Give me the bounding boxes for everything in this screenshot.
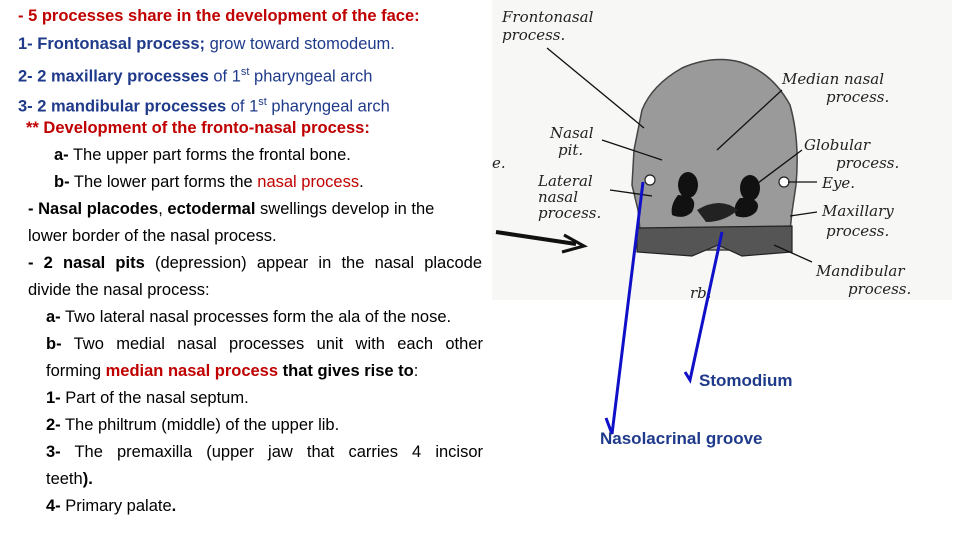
term-nasal-pits: - 2 nasal pits <box>28 254 145 272</box>
nasal-pit-right <box>740 175 760 201</box>
text: The philtrum (middle) of the upper lib. <box>60 416 340 434</box>
line-lower-part: b- The lower part forms the nasal proces… <box>54 172 364 192</box>
text: pharyngeal arch <box>266 97 390 116</box>
term-maxillary: 2- 2 maxillary processes <box>18 67 209 86</box>
subheading-frontonasal-development: ** Development of the fronto-nasal proce… <box>26 119 370 137</box>
text: The lower part forms the <box>69 173 258 191</box>
text: of 1 <box>226 97 259 116</box>
line-forming-median: forming median nasal process that gives … <box>46 361 418 381</box>
text: teeth <box>46 470 83 488</box>
text: (depression) appear in the nasal placode <box>144 254 482 272</box>
line-medial-nasal: b- Two medial nasal processes unit with … <box>46 334 483 354</box>
line-mandibular: 3- 2 mandibular processes of 1st pharyng… <box>18 92 390 117</box>
label-lateral-nasal: process. <box>538 204 601 222</box>
label-lateral-nasal: nasal <box>538 188 578 206</box>
marker: b- <box>46 335 62 353</box>
line-divide: divide the nasal process: <box>28 281 210 299</box>
text: Part of the nasal septum. <box>60 389 249 407</box>
justified-line: b- Two medial nasal processes unit with … <box>46 334 483 354</box>
label-maxillary: Maxillary <box>821 202 894 220</box>
marker: 4- <box>46 497 61 515</box>
label-leaders <box>546 47 818 263</box>
text: Primary palate <box>60 497 172 515</box>
line-philtrum: 2- The philtrum (middle) of the upper li… <box>46 415 339 435</box>
text: pharyngeal arch <box>249 67 373 86</box>
arrow-shaft <box>495 230 577 246</box>
groove-left <box>671 195 695 217</box>
text: grow toward stomodeum. <box>205 35 395 53</box>
term-nasal-process: nasal process <box>257 173 360 191</box>
label-lateral-nasal: Lateral <box>537 172 593 190</box>
callout-stomodium: Stomodium <box>699 371 793 390</box>
eye-right <box>778 176 790 188</box>
text: swellings develop in the <box>255 200 435 218</box>
label-globular: Globular <box>804 136 871 154</box>
nasal-pit-left <box>678 172 698 198</box>
label-median-nasal: Median nasal <box>781 70 884 88</box>
label-fragment-rb: rb. <box>690 284 712 300</box>
marker: 2- <box>46 416 61 434</box>
callout-nasolacrinal-groove: Nasolacrinal groove <box>600 429 763 448</box>
text: The upper part forms the frontal bone. <box>68 146 351 164</box>
line-nasal-placodes: - Nasal placodes, ectodermal swellings d… <box>28 199 434 219</box>
justified-line: 3- The premaxilla (upper jaw that carrie… <box>46 442 483 462</box>
line-teeth: teeth). <box>46 469 93 489</box>
label-eye: Eye. <box>821 174 855 192</box>
line-lateral-nasal: a- Two lateral nasal processes form the … <box>46 307 451 327</box>
line-premaxilla: 3- The premaxilla (upper jaw that carrie… <box>46 442 483 462</box>
text: The premaxilla (upper jaw that carries 4… <box>60 443 483 461</box>
term-nasal-placodes: - Nasal placodes <box>28 200 159 218</box>
marker: a- <box>54 146 69 164</box>
text: . <box>171 497 177 515</box>
marker: a- <box>46 308 61 326</box>
superscript: st <box>258 96 267 108</box>
text: of 1 <box>208 67 241 86</box>
text: that gives rise to <box>278 362 414 380</box>
eye-left <box>644 174 656 186</box>
justified-line: - 2 nasal pits (depression) appear in th… <box>28 253 482 273</box>
text: Two lateral nasal processes form the ala… <box>60 308 452 326</box>
label-frontonasal: Frontonasal <box>501 8 594 26</box>
frontonasal-mass <box>631 58 798 251</box>
label-mandibular: process. <box>848 280 911 298</box>
label-globular: process. <box>836 154 899 172</box>
label-mandibular: Mandibular <box>815 262 905 280</box>
stomodeum <box>697 203 738 222</box>
text: , <box>158 200 168 218</box>
line-lower-border: lower border of the nasal process. <box>28 227 277 245</box>
label-fragment-e: e. <box>492 154 506 172</box>
label-frontonasal: process. <box>502 26 565 44</box>
label-median-nasal: process. <box>826 88 889 106</box>
line-frontonasal: 1- Frontonasal process; grow toward stom… <box>18 34 395 54</box>
term-mandibular: 3- 2 mandibular processes <box>18 97 227 116</box>
term-frontonasal: 1- Frontonasal process; <box>18 35 206 53</box>
marker: b- <box>54 173 70 191</box>
line-primary-palate: 4- Primary palate. <box>46 496 176 516</box>
text: ). <box>82 470 93 488</box>
marker: 1- <box>46 389 61 407</box>
term-median-nasal-process: median nasal process <box>105 362 279 380</box>
line-nasal-septum: 1- Part of the nasal septum. <box>46 388 249 408</box>
groove-right <box>734 198 758 218</box>
label-nasal-pit: Nasal <box>549 124 594 142</box>
text: forming <box>46 362 106 380</box>
text: : <box>413 362 419 380</box>
text: . <box>359 173 364 191</box>
arrow-head <box>561 233 588 254</box>
term-ectodermal: ectodermal <box>167 200 256 218</box>
embryo-face-diagram: Frontonasal process. Median nasal proces… <box>492 0 952 300</box>
heading-five-processes: - 5 processes share in the development o… <box>18 7 420 25</box>
label-nasal-pit: pit. <box>558 141 583 159</box>
text: Two medial nasal processes unit with eac… <box>61 335 483 353</box>
marker: 3- <box>46 443 61 461</box>
superscript: st <box>240 66 250 78</box>
line-nasal-pits: - 2 nasal pits (depression) appear in th… <box>28 253 482 273</box>
line-upper-part: a- The upper part forms the frontal bone… <box>54 145 351 165</box>
line-maxillary: 2- 2 maxillary processes of 1st pharynge… <box>18 62 372 87</box>
label-maxillary: process. <box>826 222 889 240</box>
